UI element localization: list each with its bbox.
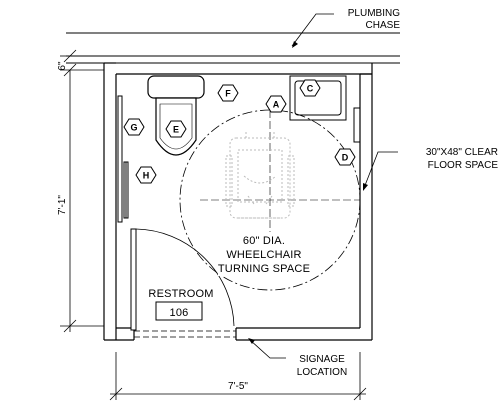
turning-label-line3: TURNING SPACE [218,263,310,275]
plumbing-chase-callout: PLUMBING CHASE [291,8,401,48]
clear-floor-line2: FLOOR SPACE [428,160,499,171]
tag-h-label: H [143,171,150,181]
clear-floor-line1: 30"X48" CLEAR [426,147,498,158]
height-dimension-label: 7'-1" [57,195,68,215]
turning-space-label: 60" DIA. WHEELCHAIR TURNING SPACE [218,232,314,276]
wall-thickness-label: 6" [57,61,68,71]
plumbing-chase-line2: CHASE [366,20,401,31]
restroom-sign: RESTROOM 106 [148,288,213,321]
clear-floor-space-marker [353,107,361,143]
door [130,228,236,338]
tag-e-label: E [173,125,179,135]
signage-line1: SIGNAGE [299,354,345,365]
height-dimension [60,49,104,333]
clear-floor-crosshair [200,110,360,240]
wheelchair-graphic [225,130,295,219]
room-walls [103,62,373,341]
signage-line2: LOCATION [297,367,347,378]
tag-g-label: G [130,123,137,133]
tag-a-label: A [273,100,280,110]
plumbing-chase-wall [66,32,400,64]
tag-d-label: D [342,153,349,163]
tag-c-label: C [307,84,314,94]
plumbing-chase-line1: PLUMBING [348,8,400,19]
tag-e: E [165,120,187,138]
width-dimension-label: 7'-5" [228,381,248,392]
tag-d: D [334,148,356,166]
signage-callout: SIGNAGE LOCATION [248,338,347,378]
grab-bars [117,95,129,223]
tag-a: A [265,95,287,113]
sign-room-name: RESTROOM [148,288,213,300]
lavatory [289,75,347,121]
tag-c: C [299,79,321,97]
width-dimension [109,352,367,401]
tag-f-label: F [225,89,231,99]
turning-label-line1: 60" DIA. [243,235,285,247]
toilet [147,75,205,156]
turning-label-line2: WHEELCHAIR [226,249,301,261]
sign-room-number: 106 [170,307,189,319]
tag-f: F [217,84,239,102]
tag-h: H [135,166,157,184]
clear-floor-callout: 30"X48" CLEAR FLOOR SPACE [363,147,498,191]
tag-g: G [123,118,145,136]
